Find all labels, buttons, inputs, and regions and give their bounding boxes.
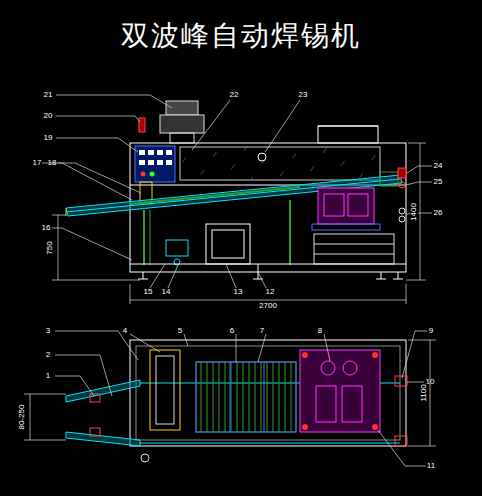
callout-number: 2: [45, 351, 51, 359]
callout-number: 15: [143, 288, 154, 296]
callout-number: 5: [177, 327, 183, 335]
dimension-text: 750: [46, 240, 54, 255]
callout-number: 25: [433, 178, 444, 186]
leader-lines: [42, 95, 432, 466]
callout-number: 19: [43, 134, 54, 142]
callout-number: 22: [229, 91, 240, 99]
callout-number: 7: [259, 327, 265, 335]
callout-number: 1: [45, 372, 51, 380]
callout-number: 17: [32, 159, 43, 167]
callout-number: 14: [161, 288, 172, 296]
callout-number: 16: [41, 224, 52, 232]
callout-number: 20: [43, 112, 54, 120]
callout-number: 6: [229, 327, 235, 335]
callout-number: 24: [433, 162, 444, 170]
callout-number: 12: [265, 288, 276, 296]
callout-number: 3: [45, 327, 51, 335]
callout-number: 11: [426, 462, 436, 470]
dimension-text: 80-250: [18, 404, 26, 431]
dimension-text: 2700: [258, 302, 278, 310]
callout-number: 18: [47, 159, 58, 167]
dimension-text: 1400: [410, 202, 418, 222]
callout-number: 23: [298, 91, 309, 99]
callout-number: 13: [233, 288, 244, 296]
callout-number: 8: [317, 327, 323, 335]
callout-number: 21: [43, 91, 54, 99]
front-view: [52, 101, 426, 304]
dimension-text: 1100: [420, 383, 428, 402]
callout-number: 4: [122, 327, 128, 335]
drawing-title: 双波峰自动焊锡机: [121, 22, 361, 50]
callout-number: 9: [428, 327, 434, 335]
plan-view: [24, 340, 436, 462]
callout-number: 26: [433, 209, 444, 217]
